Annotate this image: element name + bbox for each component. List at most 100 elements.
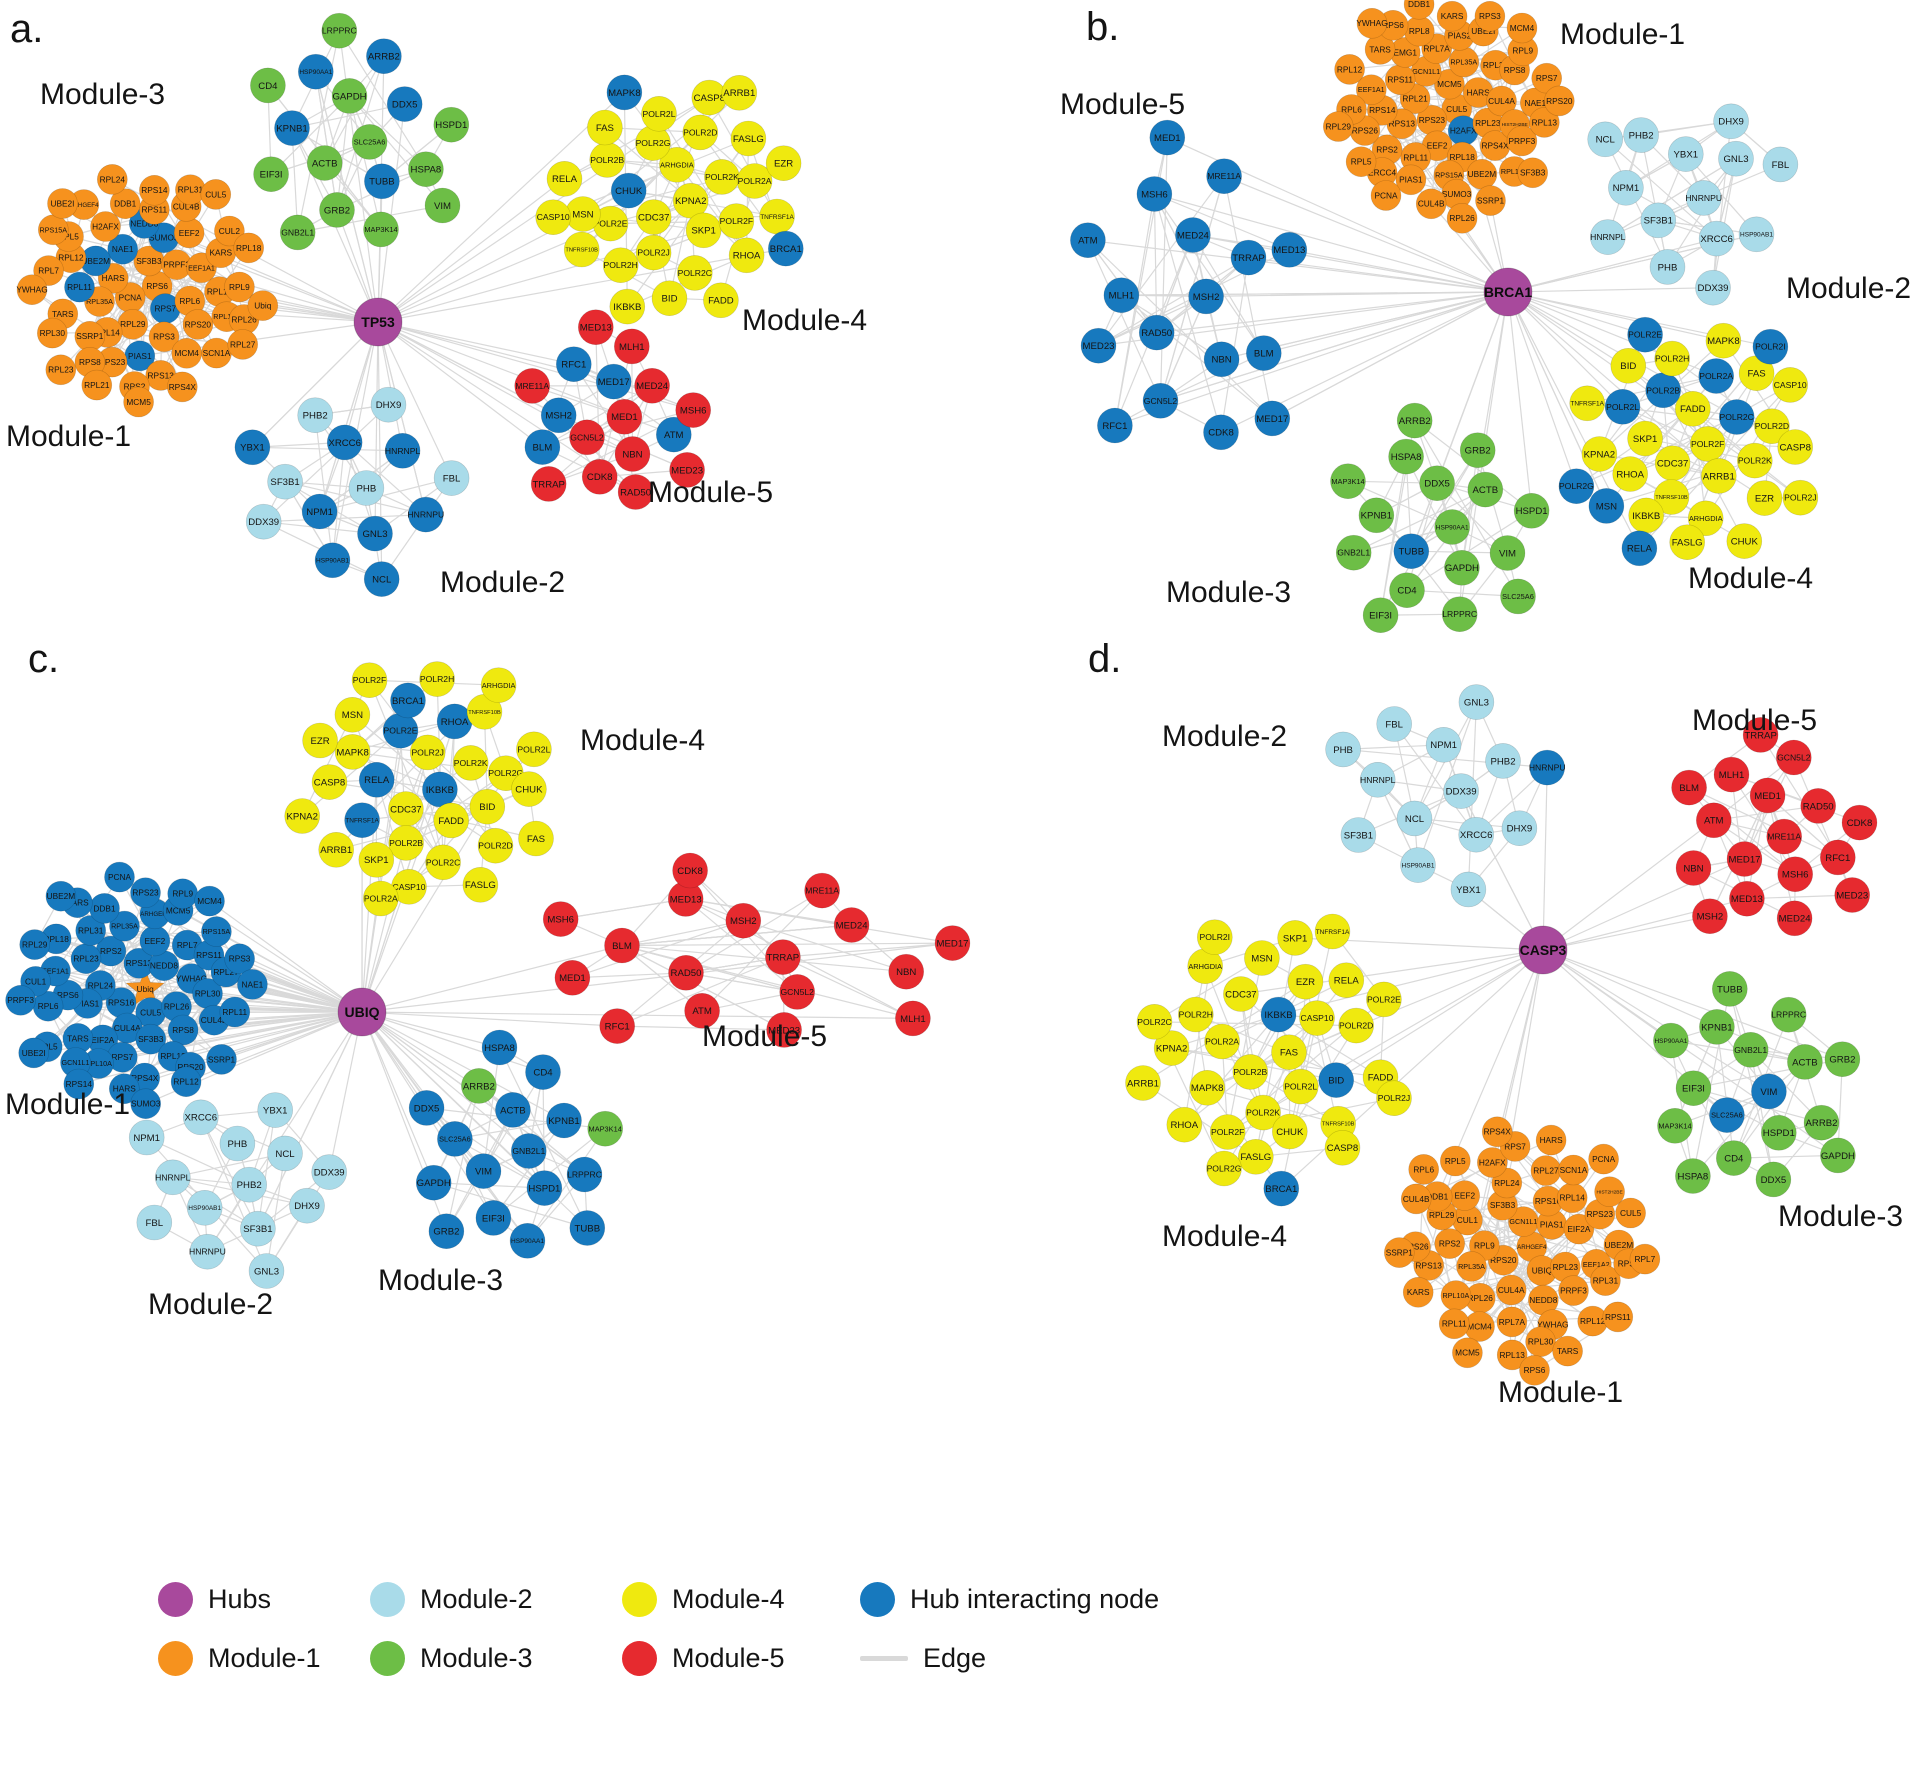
gene-node-label: PCNA: [1374, 190, 1398, 200]
gene-node-label: BRCA1: [392, 696, 424, 707]
gene-node-label: UBE2I: [51, 198, 75, 208]
gene-node-label: CHUK: [615, 186, 643, 197]
gene-node-label: ARHGEF4: [69, 202, 99, 209]
gene-node: [1669, 524, 1705, 561]
gene-node: [1640, 202, 1677, 239]
module-label: Module-3: [378, 1264, 503, 1297]
module-label: Module-2: [1162, 720, 1287, 753]
gene-node-label: GCN5L2: [780, 987, 814, 997]
edge: [498, 1047, 588, 1229]
gene-node: [189, 1233, 226, 1270]
gene-node-label: RHOA: [1170, 1120, 1198, 1131]
edge: [445, 1085, 480, 1232]
gene-node-label: YBX1: [1456, 885, 1481, 896]
gene-node-label: NEDD8: [130, 218, 159, 228]
gene-node: [1415, 188, 1447, 220]
gene-node: [250, 67, 286, 104]
gene-node-label: ATM: [692, 1006, 712, 1017]
gene-node-label: POLR2I: [1200, 932, 1231, 942]
edge: [1470, 949, 1544, 1267]
gene-node: [1563, 1213, 1595, 1245]
edge: [1507, 291, 1533, 511]
gene-node-label: MLH1: [1109, 291, 1135, 302]
gene-node: [1263, 1170, 1300, 1207]
gene-node-label: RPL18: [236, 243, 262, 253]
edge: [1730, 774, 1796, 875]
edge: [1206, 1087, 1282, 1189]
gene-node: [45, 354, 77, 386]
gene-node-label: MAP3K14: [364, 225, 397, 234]
gene-node-label: RPS20: [177, 1062, 204, 1072]
gene-node-label: BID: [1620, 361, 1636, 372]
gene-node: [1282, 1068, 1319, 1105]
gene-node-label: IKBKB: [1264, 1010, 1292, 1021]
edge: [98, 1011, 363, 1065]
gene-node: [1166, 1106, 1203, 1143]
gene-node-label: RAD50: [1803, 801, 1834, 812]
gene-node-label: RPL21: [1402, 94, 1428, 104]
edge: [1604, 138, 1717, 240]
gene-node-label: KPNB1: [548, 1116, 579, 1127]
gene-node: [1581, 436, 1618, 472]
gene-node-label: BLM: [533, 442, 553, 453]
gene-node-label: EEF1A1: [42, 967, 69, 976]
gene-node: [1602, 1301, 1634, 1333]
gene-node-label: VIM: [475, 1166, 492, 1177]
edge: [1154, 193, 1509, 293]
gene-node-label: MSN: [572, 209, 593, 220]
gene-node-label: NAE1: [1524, 98, 1546, 108]
gene-node: [546, 1102, 582, 1139]
gene-node: [97, 164, 128, 195]
panel-label: b.: [1086, 5, 1119, 49]
gene-node: [1232, 1054, 1269, 1090]
gene-node: [1776, 900, 1813, 937]
gene-node-label: FAS: [1748, 369, 1766, 380]
gene-node-label: PHB: [357, 483, 377, 494]
gene-node-label: RPL18: [44, 934, 70, 944]
gene-node: [301, 493, 338, 530]
gene-node-label: UBE2M: [1468, 169, 1497, 179]
gene-node-label: MED17: [937, 938, 969, 949]
gene-node-label: VIM: [434, 201, 451, 212]
gene-node-label: RPL23: [1553, 1262, 1579, 1272]
gene-node-label: RPL12: [1580, 1316, 1606, 1326]
edge: [572, 920, 744, 979]
gene-node: [5, 984, 36, 1016]
gene-node-label: MED23: [768, 1025, 800, 1036]
gene-node: [1718, 399, 1755, 435]
gene-node: [546, 161, 583, 197]
edge: [349, 95, 443, 206]
gene-node-label: POLR2J: [1784, 493, 1816, 503]
gene-node: [81, 369, 113, 401]
gene-node: [1621, 530, 1658, 567]
gene-node: [555, 346, 592, 383]
gene-node-label: RFC1: [561, 360, 586, 371]
edge: [377, 104, 406, 323]
gene-node-label: SF3B3: [136, 256, 162, 266]
gene-node: [1485, 743, 1521, 779]
gene-node-label: CUL4B: [1418, 199, 1445, 209]
gene-node-label: CDK8: [1847, 818, 1873, 829]
gene-node-label: RPS2: [1376, 145, 1398, 155]
gene-node: [1402, 1277, 1434, 1308]
gene-node: [155, 1159, 191, 1196]
gene-node: [1604, 388, 1641, 425]
gene-node: [1359, 761, 1396, 798]
gene-node-label: POLR2K: [454, 758, 488, 768]
gene-node-label: MSN: [1251, 953, 1272, 964]
gene-node: [530, 466, 567, 502]
gene-node-label: NCL: [1596, 135, 1616, 146]
edge: [1159, 296, 1207, 402]
gene-node-label: TARS: [67, 1033, 89, 1043]
gene-node-label: RPS8: [79, 357, 101, 367]
gene-node-label: GRB2: [1465, 446, 1491, 457]
gene-node: [1438, 1308, 1470, 1340]
edge: [685, 898, 798, 993]
gene-node-label: POLR2D: [1339, 1021, 1373, 1031]
hub-swatch: [158, 1582, 193, 1617]
edge: [572, 972, 687, 979]
gene-node: [1142, 382, 1179, 419]
gene-node-label: RPS6: [146, 281, 168, 291]
gene-node: [672, 182, 709, 219]
edge: [482, 1047, 501, 1172]
